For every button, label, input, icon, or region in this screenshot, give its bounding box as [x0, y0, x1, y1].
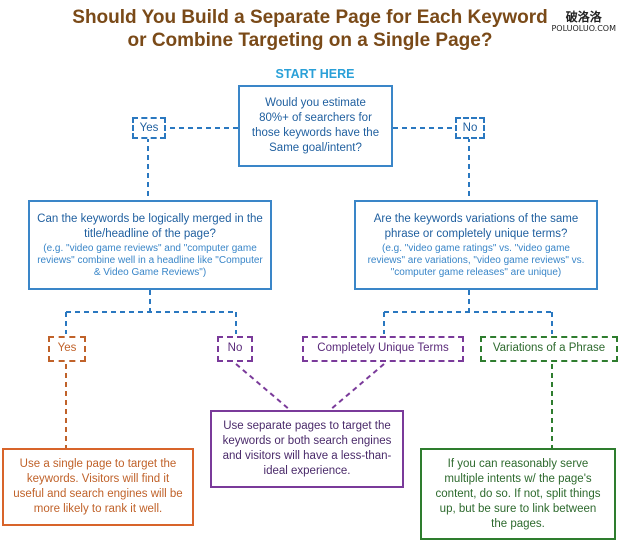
diagram-title: Should You Build a Separate Page for Eac…: [0, 6, 620, 52]
answer-no-same-intent: No: [455, 117, 485, 139]
answer-yes-merge: Yes: [48, 336, 86, 362]
question-same-intent-text: Would you estimate 80%+ of searchers for…: [251, 97, 380, 154]
answer-yes-same-intent: Yes: [132, 117, 166, 139]
question-variation-unique-text: Are the keywords variations of the same …: [373, 212, 579, 240]
watermark-line-1: 破洛洛: [565, 10, 602, 24]
question-variation-unique-example: (e.g. "video game ratings" vs. "video ga…: [367, 242, 585, 278]
result-single-page-text: Use a single page to target the keywords…: [13, 458, 183, 515]
question-merge-title: Can the keywords be logically merged in …: [28, 200, 272, 290]
start-here-label: START HERE: [275, 67, 355, 81]
connector-unique-separate: [329, 363, 385, 411]
connector-no-separate: [235, 363, 291, 411]
question-same-intent: Would you estimate 80%+ of searchers for…: [238, 85, 393, 167]
question-variation-unique: Are the keywords variations of the same …: [354, 200, 598, 290]
result-variations-text: If you can reasonably serve multiple int…: [435, 457, 601, 530]
watermark-logo: 破洛洛 POLUOLUO.COM: [551, 10, 616, 33]
answer-completely-unique: Completely Unique Terms: [302, 336, 464, 362]
connector-q2-branch: [65, 290, 237, 334]
question-merge-title-example: (e.g. "video game reviews" and "computer…: [37, 242, 263, 278]
answer-variations-phrase: Variations of a Phrase: [480, 336, 618, 362]
answer-no-merge: No: [217, 336, 253, 362]
watermark-line-2: POLUOLUO.COM: [551, 24, 616, 33]
title-line-2: or Combine Targeting on a Single Page?: [127, 30, 493, 51]
connector-q3-branch: [383, 290, 553, 334]
question-merge-title-text: Can the keywords be logically merged in …: [37, 212, 263, 240]
result-variations: If you can reasonably serve multiple int…: [420, 448, 616, 540]
result-separate-pages-text: Use separate pages to target the keyword…: [222, 420, 392, 477]
result-single-page: Use a single page to target the keywords…: [2, 448, 194, 526]
result-separate-pages: Use separate pages to target the keyword…: [210, 410, 404, 488]
title-line-1: Should You Build a Separate Page for Eac…: [72, 7, 548, 28]
